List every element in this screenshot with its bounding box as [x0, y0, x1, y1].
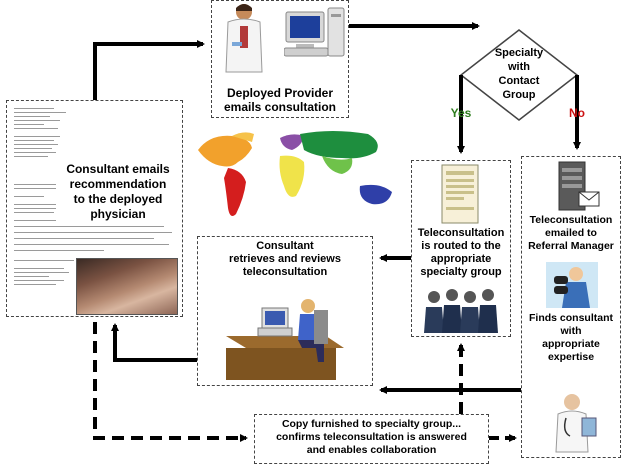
world-map-icon	[198, 131, 392, 216]
document-icon	[441, 164, 479, 224]
deployed-provider-label: Deployed Provider emails consultation	[223, 86, 337, 114]
routed-label: Teleconsultation is routed to the approp…	[417, 227, 505, 278]
no-label: No	[569, 106, 585, 120]
doctor-icon	[225, 4, 263, 73]
server-mail-icon	[558, 161, 600, 211]
yes-label: Yes	[450, 106, 472, 120]
consultant-emails-label: Consultant emails recommendation to the …	[56, 162, 180, 222]
workstation-icon	[226, 299, 344, 380]
decision-diamond	[459, 29, 579, 121]
copy-furnished-label: Copy furnished to specialty group... con…	[276, 418, 467, 456]
emailed-manager-label: Teleconsultation emailed to Referral Man…	[528, 214, 614, 252]
decision-label: Specialty with Contact Group	[494, 47, 544, 101]
computer-icon	[284, 7, 345, 57]
clinical-photo	[76, 258, 178, 315]
physician-icon	[555, 394, 597, 453]
group-icon	[424, 289, 498, 333]
binoculars-icon	[546, 262, 598, 308]
copy-furnished-box	[254, 414, 489, 464]
finds-consultant-label: Finds consultant with appropriate expert…	[529, 312, 613, 363]
consultant-reviews-label: Consultant retrieves and reviews telecon…	[229, 240, 341, 278]
